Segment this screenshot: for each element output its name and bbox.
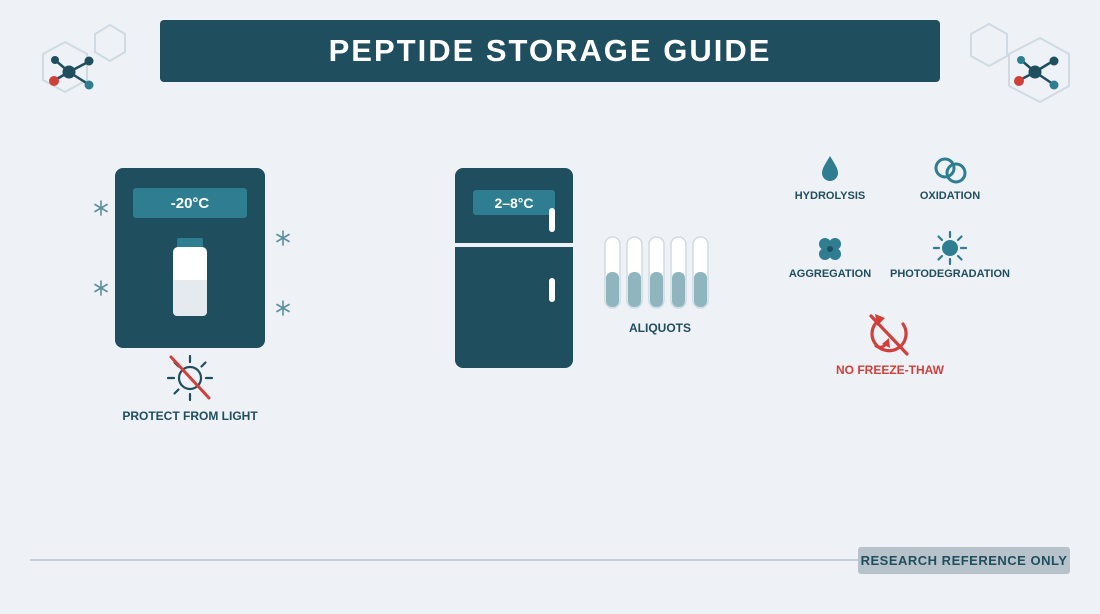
snowflake-icon (276, 300, 290, 316)
freezer-box: -20°C (115, 168, 265, 348)
title-bar: PEPTIDE STORAGE GUIDE (160, 20, 940, 82)
footer-divider (30, 559, 860, 561)
aggregation-label: AGGREGATION (788, 268, 872, 280)
snowflake-icon (276, 230, 290, 246)
aliquot-tubes (604, 236, 709, 309)
protect-from-light-label: PROTECT FROM LIGHT (122, 409, 258, 423)
aliquots-label: ALIQUOTS (629, 321, 691, 335)
aliquot-fill (606, 272, 619, 307)
fridge-lower-handle (549, 278, 555, 302)
aggregation-cluster-icon (819, 238, 841, 260)
aliquot-fill (672, 272, 685, 307)
page-title: PEPTIDE STORAGE GUIDE (328, 33, 772, 68)
no-freeze-thaw-label: NO FREEZE-THAW (836, 363, 944, 377)
photodegradation-label: PHOTODEGRADATION (890, 268, 1010, 280)
fridge-box: 2–8°C (455, 168, 573, 368)
fridge-divider (455, 243, 573, 247)
oxidation-label: OXIDATION (919, 190, 981, 202)
snowflake-icon (94, 200, 108, 216)
oxidation-rings-icon (934, 157, 967, 184)
fridge-upper-handle (549, 208, 555, 232)
research-reference-label: RESEARCH REFERENCE ONLY (860, 553, 1068, 568)
no-light-icon (166, 354, 214, 402)
molecule-icon-left (42, 23, 126, 94)
sun-icon (932, 230, 968, 266)
molecule-icon-right (970, 22, 1070, 104)
freezer-temperature: -20°C (133, 188, 247, 218)
fridge-temperature: 2–8°C (473, 190, 555, 215)
vial-icon (173, 238, 207, 316)
snowflake-icon (94, 280, 108, 296)
footer-badge: RESEARCH REFERENCE ONLY (858, 547, 1070, 574)
aliquot-fill (650, 272, 663, 307)
no-freeze-thaw-icon (869, 314, 909, 356)
aliquot-fill (628, 272, 641, 307)
hydrolysis-label: HYDROLYSIS (794, 190, 866, 202)
aliquot-fill (694, 272, 707, 307)
droplet-icon (822, 156, 838, 181)
